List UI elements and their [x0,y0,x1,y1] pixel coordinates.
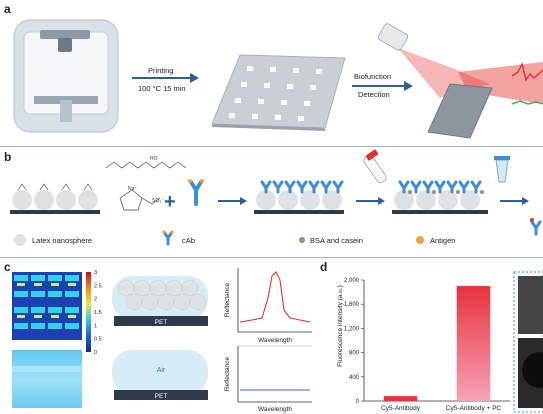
nanosphere-substrate-3 [392,180,488,214]
panel-d-label: d [320,260,328,274]
reflectance-ylabel-1: Reflectance [224,282,231,317]
chemical-structure [105,161,187,211]
step-biofunction-label: Biofunction [354,72,392,81]
panel-a-label: a [4,2,11,16]
chart-bar [383,396,418,401]
field-heatmap-air [12,350,82,408]
step-detection-label: Detection [358,90,390,99]
colorbar-ticks: 3 2.5 2 1.5 1 0.5 0 [94,270,102,356]
air-on-pet [112,350,208,400]
chart-ytick-label: 800 [349,351,360,357]
chart-ytick-label: 2,000 [344,278,360,284]
cab-antibody-icon [188,179,204,206]
panel-b-illustration: HO Na⁺ SO₃⁻ + [10,149,542,246]
chart-ytick-label: 0 [356,399,360,405]
panel-c-label: c [4,260,11,274]
colorbar-tick-label: 1 [94,323,97,329]
chart-category-label: Cy5-Antibody [381,405,421,412]
fluorescence-image-panel [513,271,543,413]
legend-latex-nanosphere: Latex nanosphere [32,236,93,245]
chart-ytick-label: 1,200 [344,326,360,332]
legend-cab-icon [162,230,174,246]
legend-bsa-icon [299,237,305,243]
chart-ytick-label: 400 [349,375,360,381]
plus-sign: + [164,191,176,213]
colorbar-tick-label: 2.5 [94,283,102,289]
pet-label-1: PET [155,319,168,326]
green-signal-trace [511,100,543,105]
colorbar [86,272,91,352]
detection-chip [427,83,493,139]
chem-na: Na⁺ [128,186,137,192]
colorbar-tick-label: 0.5 [94,337,102,343]
panel-a-illustration [13,19,543,139]
chart-ytick-label: 1,600 [344,302,360,308]
eppendorf-tube-icon [494,156,510,183]
wavelength-xlabel-2: Wavelength [258,406,292,413]
chart-bar [456,286,491,401]
divider-ab [0,146,543,147]
3d-printer-icon [13,19,119,133]
wavelength-xlabel-1: Wavelength [258,337,292,344]
divider-bc [0,257,543,258]
legend-antigen-icon [416,236,424,244]
field-heatmap-resonant [12,272,82,340]
reflectance-plot-air [237,345,312,403]
panel-c-illustration: 3 2.5 2 1.5 1 0.5 0 PET Air PET Reflectance Wa… [12,268,312,413]
chart-category-label: Cy5-Antibody + PC [446,405,502,412]
panel-b-label: b [4,150,12,164]
step-printing-label: Printing [148,66,174,75]
colorbar-tick-label: 3 [94,270,97,276]
svg-text:HO: HO [150,156,158,162]
nanosphere-substrate-1 [10,183,100,214]
fluorescence-bar-chart: Fluorescence intensity (a.u.) 0 400 800 1,2… [337,271,543,413]
chart-ylabel: Fluorescence intensity (a.u.) [337,285,344,367]
colorbar-tick-label: 2 [94,297,97,303]
colorbar-tick-label: 1.5 [94,310,102,316]
reflectance-ylabel-2: Reflectance [224,356,231,391]
red-signal-trace [511,61,543,82]
pet-label-2: PET [155,393,168,400]
svg-text:SO₃⁻: SO₃⁻ [152,198,164,204]
legend-antigen: Antigen [430,236,456,245]
legend-bsa-casein: BSA and casein [310,236,363,245]
reflectance-plot-resonant [237,268,312,333]
colorbar-tick-label: 0 [94,350,97,356]
nanosphere-substrate-2 [254,180,344,214]
photonic-crystal-on-pet [112,276,208,326]
air-label: Air [157,367,166,374]
legend-sphere-icon [14,234,26,246]
reagent-tube-icon [363,149,387,184]
step-printing-conditions: 100 °C 15 min [138,84,186,93]
printed-plate [211,54,346,131]
legend-cab: cAb [182,236,195,245]
